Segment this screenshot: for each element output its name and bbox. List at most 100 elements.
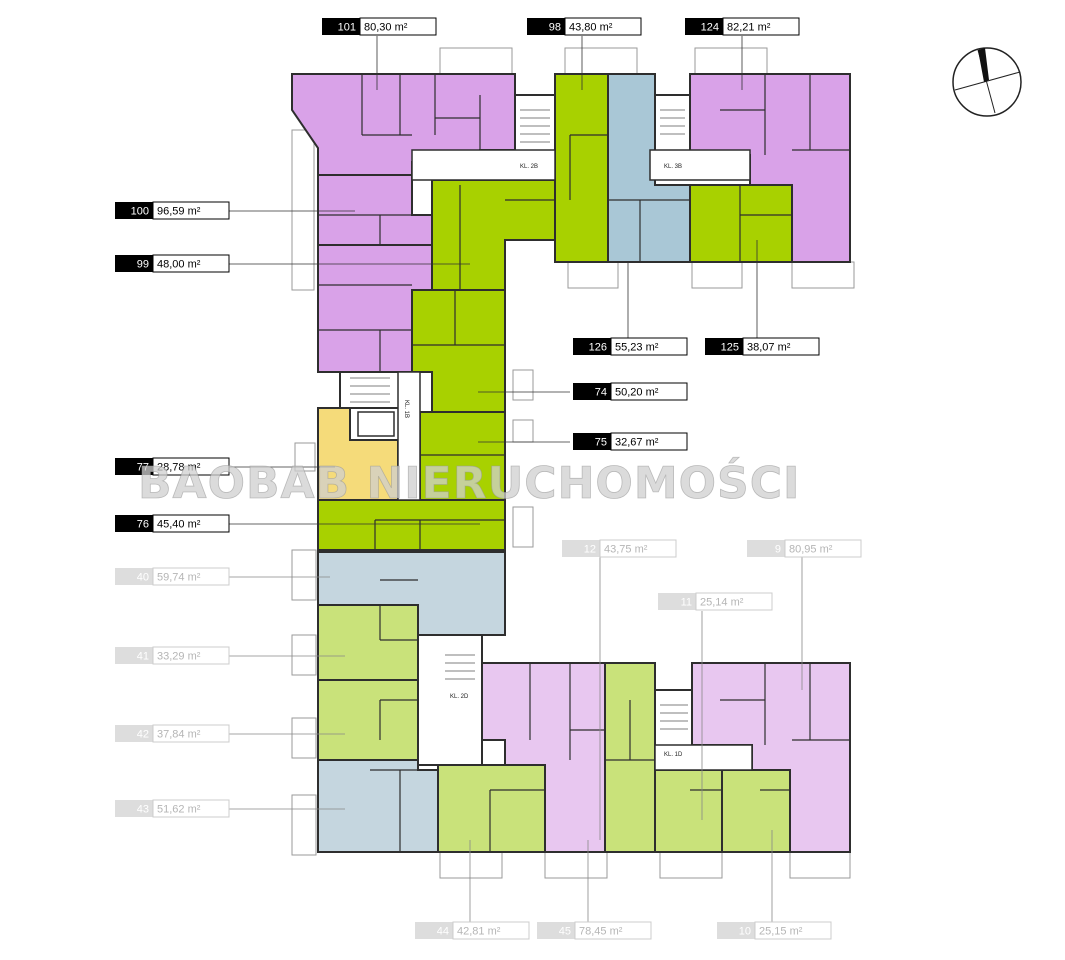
unit-id-box [658, 593, 696, 610]
upper-wing [291, 73, 851, 373]
unit-125-area [689, 184, 793, 263]
unit-area: 38,07 m² [747, 342, 791, 354]
unit-76-area [317, 499, 506, 551]
unit-label-40: 40 59,74 m² [115, 567, 230, 586]
partitions [318, 74, 850, 852]
unit-id: 42 [137, 729, 149, 741]
unit-area-box [152, 514, 230, 533]
unit-id-box [705, 338, 743, 355]
unit-id: 101 [338, 22, 356, 34]
unit-id: 44 [437, 926, 449, 938]
unit-id-box [685, 18, 723, 35]
unit-area: 96,59 m² [157, 206, 201, 218]
unit-id-box [537, 922, 575, 939]
lift-1b [357, 411, 395, 437]
unit-98-area [554, 73, 609, 263]
unit-2b-green-area [431, 179, 556, 291]
corridor-1d [654, 744, 753, 771]
unit-id: 126 [589, 342, 607, 354]
balconies [291, 47, 855, 879]
unit-area: 33,29 m² [157, 651, 201, 663]
unit-area-box [610, 382, 688, 401]
unit-44-area [437, 764, 546, 853]
unit-id-box [573, 383, 611, 400]
unit-area-box [152, 457, 230, 476]
unit-id: 74 [595, 387, 607, 399]
north-arrow-icon [952, 47, 1022, 117]
stair-label-1d: KL. 1D [664, 752, 683, 758]
unit-id-box [115, 725, 153, 742]
unit-label-100: 100 96,59 m² [115, 201, 230, 220]
unit-area: 43,75 m² [604, 544, 648, 556]
unit-area-box [742, 337, 820, 356]
unit-label-125: 125 38,07 m² [705, 337, 820, 356]
middle-wing [317, 289, 506, 551]
unit-area: 50,20 m² [615, 387, 659, 399]
unit-id-box [527, 18, 565, 35]
unit-area-box [152, 646, 230, 665]
unit-id-box [115, 255, 153, 272]
lower-wing [317, 551, 851, 853]
unit-area-box [152, 567, 230, 586]
unit-id: 10 [739, 926, 751, 938]
unit-area-box [152, 254, 230, 273]
unit-43-area [317, 759, 439, 853]
unit-id: 76 [137, 519, 149, 531]
stair-treads [350, 109, 688, 730]
unit-id: 125 [721, 342, 739, 354]
unit-id: 100 [131, 206, 149, 218]
unit-area: 59,74 m² [157, 572, 201, 584]
unit-100-area [317, 174, 433, 246]
corridor-2b [411, 149, 556, 181]
unit-area: 37,84 m² [157, 729, 201, 741]
corridor-3b [649, 149, 751, 181]
unit-id-box [115, 647, 153, 664]
unit-11-area [654, 769, 723, 853]
unit-area-box [452, 921, 530, 940]
unit-area-box [754, 921, 832, 940]
watermark-text: BAOBAB NIERUCHOMOŚCI [138, 456, 800, 509]
unit-area-box [599, 539, 677, 558]
unit-id: 45 [559, 926, 571, 938]
unit-label-124: 124 82,21 m² [685, 17, 800, 36]
unit-label-9: 9 80,95 m² [747, 539, 862, 558]
unit-id: 9 [775, 544, 781, 556]
unit-id-box [717, 922, 755, 939]
unit-area-box [610, 432, 688, 451]
unit-id: 43 [137, 804, 149, 816]
unit-id: 41 [137, 651, 149, 663]
unit-area-box [359, 17, 437, 36]
unit-area-box [610, 337, 688, 356]
unit-id: 99 [137, 259, 149, 271]
unit-label-12: 12 43,75 m² [562, 539, 677, 558]
unit-id: 12 [584, 544, 596, 556]
unit-area: 82,21 m² [727, 22, 771, 34]
unit-label-42: 42 37,84 m² [115, 724, 230, 743]
unit-id: 124 [701, 22, 719, 34]
unit-area-box [152, 799, 230, 818]
unit-area: 32,67 m² [615, 437, 659, 449]
corridor-1b [397, 371, 421, 501]
unit-74-area [411, 289, 506, 413]
unit-area-box [695, 592, 773, 611]
stair-label-1b: KL. 1B [403, 400, 409, 418]
unit-126-area [607, 73, 691, 263]
unit-41-area [317, 604, 419, 681]
unit-area: 51,62 m² [157, 804, 201, 816]
unit-id-box [115, 568, 153, 585]
unit-id-box [115, 458, 153, 475]
unit-42-area [317, 679, 419, 761]
unit-area: 80,95 m² [789, 544, 833, 556]
unit-id-box [115, 800, 153, 817]
unit-id: 40 [137, 572, 149, 584]
